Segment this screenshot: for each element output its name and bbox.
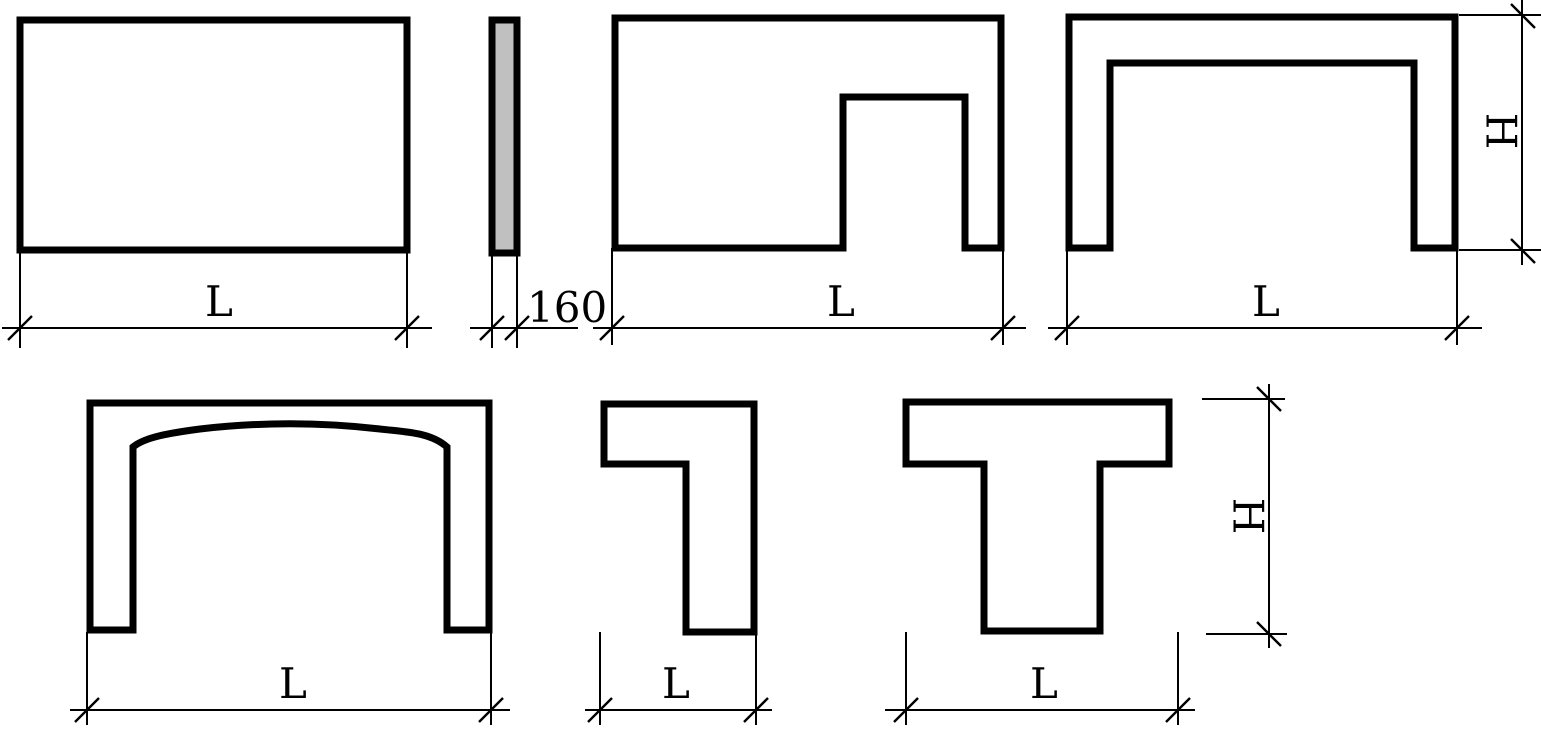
dimension-tick bbox=[504, 315, 530, 341]
dimension-tick bbox=[743, 697, 769, 723]
panel-u-frame: L H bbox=[1048, 0, 1541, 345]
panel-with-door-opening: L bbox=[593, 14, 1026, 345]
dimension-tick bbox=[74, 697, 100, 723]
dimension-tick bbox=[478, 697, 504, 723]
dimension-tick bbox=[1165, 697, 1191, 723]
dimension-tick bbox=[1054, 315, 1080, 341]
panel-door-outline bbox=[611, 14, 1005, 252]
length-label: L bbox=[205, 277, 233, 326]
dimension-tick bbox=[1256, 621, 1282, 647]
panel-t-shape: L H bbox=[885, 384, 1287, 725]
dimension-tick bbox=[1510, 238, 1536, 264]
panel-solid-outline bbox=[16, 16, 411, 254]
dimension-tick bbox=[479, 315, 505, 341]
panel-thickness-section bbox=[488, 16, 521, 257]
panel-arched-frame: L bbox=[70, 399, 510, 725]
thickness-label: 160 bbox=[527, 283, 607, 332]
panel-solid-rectangle: L bbox=[2, 16, 432, 348]
dimension-tick bbox=[7, 315, 33, 341]
panel-u-frame-outline bbox=[1065, 13, 1459, 252]
length-label: L bbox=[1030, 659, 1058, 708]
length-label: L bbox=[662, 659, 690, 708]
panel-side-view: 160 bbox=[470, 16, 607, 348]
dimension-tick bbox=[587, 697, 613, 723]
dimension-tick bbox=[394, 315, 420, 341]
dimension-tick bbox=[1256, 386, 1282, 412]
panel-l-outline bbox=[600, 400, 758, 636]
length-label: L bbox=[827, 277, 855, 326]
length-label: L bbox=[279, 659, 307, 708]
height-label: H bbox=[1224, 498, 1273, 535]
dimension-tick bbox=[1510, 3, 1536, 29]
dimension-tick bbox=[1444, 315, 1470, 341]
height-label: H bbox=[1477, 113, 1526, 150]
length-label: L bbox=[1252, 277, 1280, 326]
panel-l-shape: L bbox=[585, 400, 772, 725]
panel-arch-outline bbox=[86, 399, 493, 634]
dimension-tick bbox=[893, 697, 919, 723]
dimension-tick bbox=[599, 315, 625, 341]
dimension-tick bbox=[990, 315, 1016, 341]
panel-t-outline bbox=[902, 398, 1173, 635]
